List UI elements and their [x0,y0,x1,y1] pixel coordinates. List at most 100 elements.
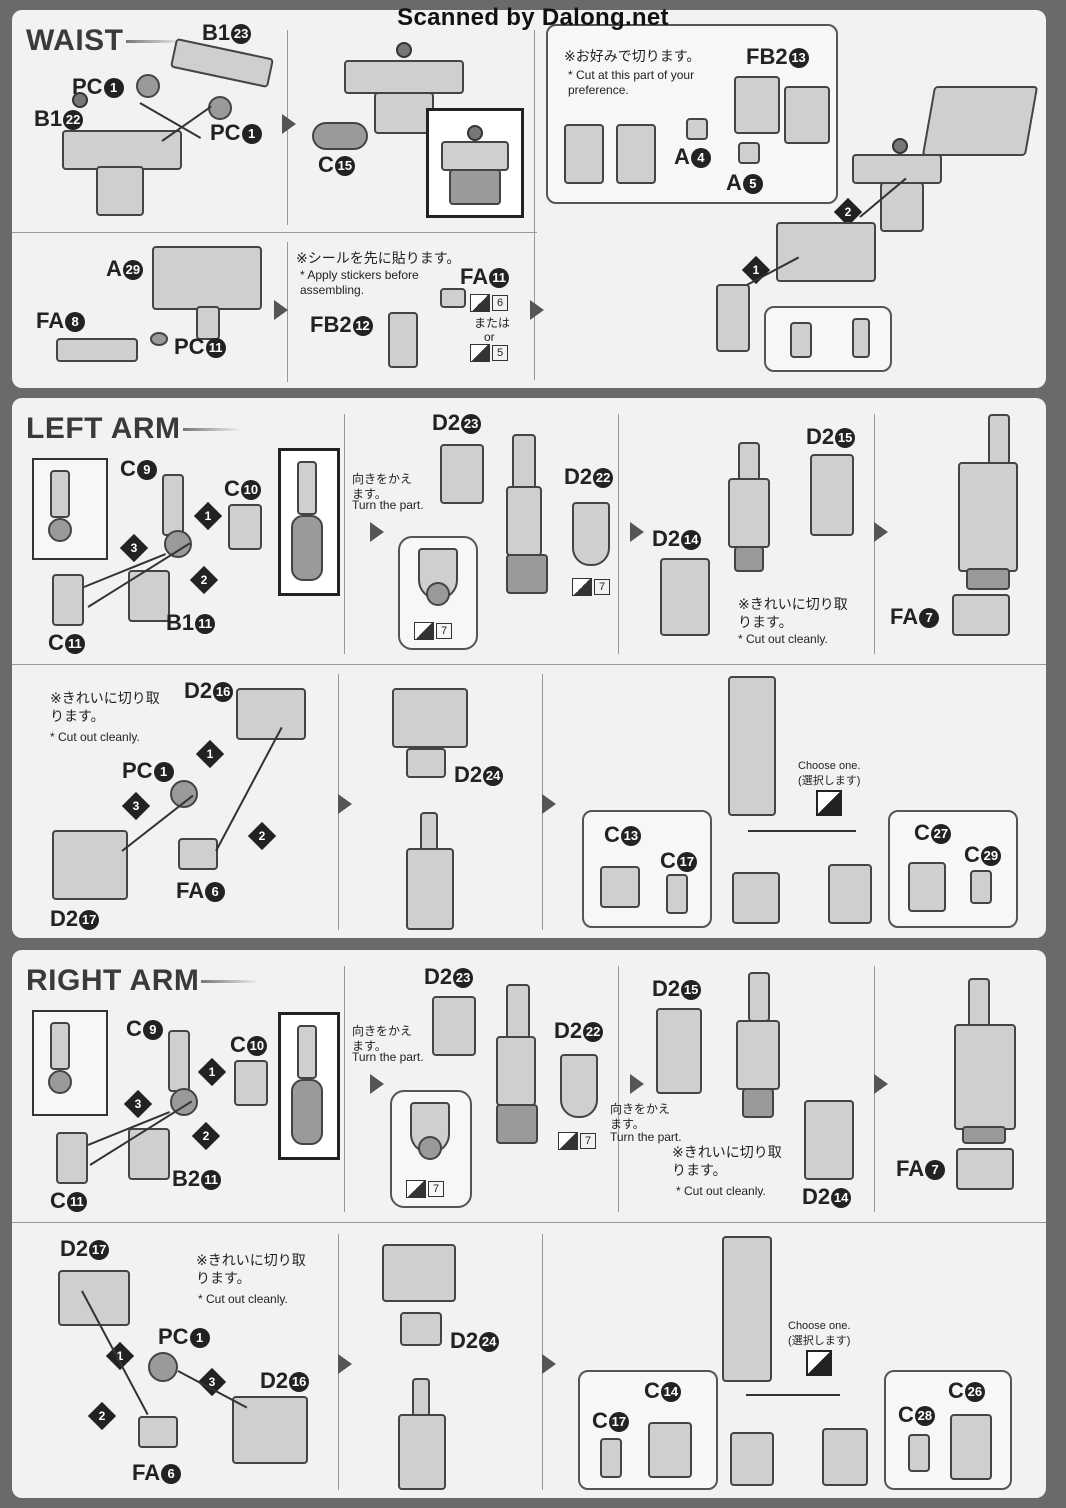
part-la-arm-top [420,812,438,852]
part-ra-d2-15 [656,1008,702,1094]
part-ra-full-arm [722,1236,772,1382]
part-a29-arm [196,306,220,340]
part-la-full-arm [728,676,776,816]
step-la-1: 1 [193,501,223,531]
part-la-shoulder [392,688,468,748]
part-waist-main-body [880,182,924,232]
part-la-c10 [228,504,262,550]
part-ra-c9 [168,1030,190,1092]
ra-choose: Choose one.(選択します) [788,1320,850,1376]
detail-box-c9 [32,458,108,560]
watermark: Scanned by Dalong.net [397,4,669,31]
part-la-arm-assembled-body [958,462,1018,572]
part-la-hand-a [732,872,780,924]
part-ra-upper [748,972,770,1022]
step-ra-2: 2 [191,1121,221,1151]
sticker-or-en: or [484,330,495,344]
part-ra-c11 [56,1132,88,1184]
part-b1-22-body [96,166,144,216]
part-waist-assembled [344,60,464,94]
step-ra-3: 3 [123,1089,153,1119]
part-b1-22 [62,130,182,170]
part-ra-d2-14 [804,1100,854,1180]
detail-frame-la [278,448,340,596]
step-la-3: 3 [119,533,149,563]
la-turn-jp: 向きをかえます。 [352,472,413,501]
detail-frame-ra [278,1012,340,1160]
part-a4 [686,118,708,140]
part-ra-c10 [234,1060,268,1106]
la-turn-en: Turn the part. [352,498,424,512]
part-waist-main [852,154,942,184]
part-front-armor [776,222,876,282]
part-a29 [152,246,262,310]
part-la-d2-17 [52,830,128,900]
part-fa8 [56,338,138,362]
part-la-forearm-mid [506,486,542,556]
ra-sticker-7b: 7 [558,1132,596,1150]
part-la-forearm [512,434,536,490]
part-la-arm-mid2 [406,848,454,930]
part-ra-forearm-end [496,1104,538,1144]
part-la-d2-15 [810,454,854,536]
sticker-6: 6 [470,294,508,312]
part-la-fa6 [178,838,218,870]
part-fb2-13-right [784,86,830,144]
part-ra-d2-23 [432,996,476,1056]
part-la-arm-assembled [988,414,1010,466]
part-fb2-12-assembled [716,284,750,352]
part-ra-fa6 [138,1416,178,1448]
la-cut-en: * Cut out cleanly. [738,632,828,646]
part-ra-fa7 [956,1148,1014,1190]
part-la-upper [738,442,760,482]
part-la-c11 [52,574,84,626]
note-pref-jp: ※お好みで切ります。 [564,48,701,64]
step-la2-1: 1 [195,739,225,769]
detail-frame [426,108,524,218]
part-ra-d2-24 [400,1312,442,1346]
part-ra-pc1 [148,1352,178,1382]
detail-box-ra-d2-23: 7 [390,1090,472,1208]
step-la2-2: 2 [247,821,277,851]
part-ra-shoulder [382,1244,456,1302]
la-cut2-jp: ※きれいに切り取ります。 [50,690,160,724]
part-la-c9 [162,474,184,536]
ra-turn-jp: 向きをかえます。 [352,1024,413,1053]
part-ra-forearm-mid [496,1036,536,1106]
part-la-d2-16 [236,688,306,740]
la-choose: Choose one.(選択します) [798,760,860,816]
part-pc1-b [208,96,232,120]
preference-box: ※お好みで切ります。 * Cut at this part of your pr… [546,24,838,204]
part-la-d2-14 [660,558,710,636]
waist-title: WAIST [26,24,183,57]
part-ra-d2-17 [58,1270,130,1326]
detail-box-ra-c9 [32,1010,108,1116]
part-fb2-12 [388,312,418,368]
